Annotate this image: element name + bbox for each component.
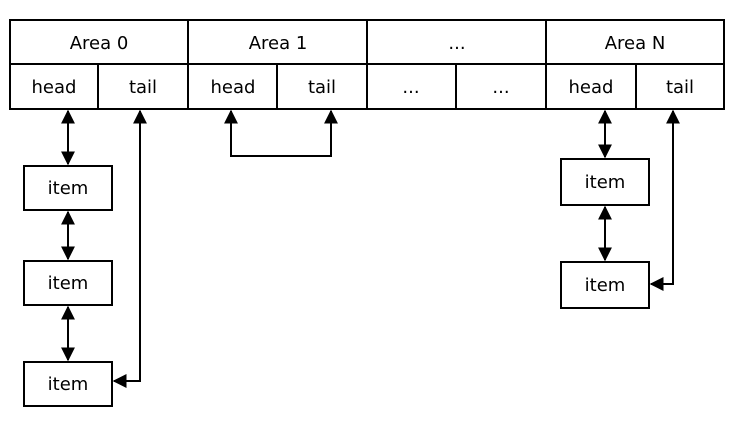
list-item [23, 165, 113, 211]
item-label: item [48, 374, 89, 395]
area-n-head: head [569, 77, 614, 98]
list-item [23, 260, 113, 306]
area-1-head: head [211, 77, 256, 98]
item-label: item [585, 172, 626, 193]
area-n-label: Area N [605, 33, 666, 54]
item-label: item [585, 275, 626, 296]
list-item [560, 261, 650, 309]
area-n-list: item item [560, 109, 680, 309]
area-0-tail: tail [129, 77, 157, 98]
area-1-tail: tail [308, 77, 336, 98]
area-1-empty-link-arrow [224, 109, 338, 157]
area-ellipsis-label: ... [448, 33, 465, 54]
item-label: item [48, 178, 89, 199]
area-1-label: Area 1 [249, 33, 308, 54]
area-0-head: head [32, 77, 77, 98]
areas-table [9, 19, 725, 110]
area-ellipsis-tail: ... [492, 77, 509, 98]
area-0-label: Area 0 [70, 33, 129, 54]
area-n-tail: tail [666, 77, 694, 98]
tail-to-item-arrow [112, 109, 147, 388]
area-0-list: item item item [23, 109, 147, 407]
list-item [23, 361, 113, 407]
area-ellipsis-head: ... [402, 77, 419, 98]
item-label: item [48, 273, 89, 294]
list-item [560, 158, 650, 206]
tail-to-item-arrow [649, 109, 680, 291]
